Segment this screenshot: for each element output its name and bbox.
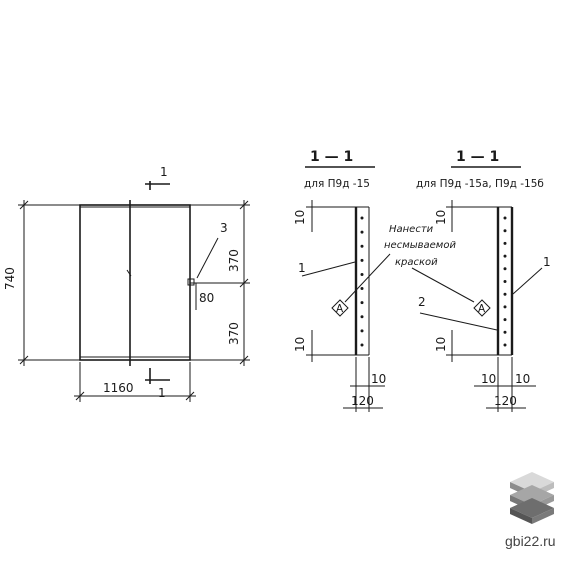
rebar-dot (360, 272, 364, 276)
section-b-callout-1-leader (512, 267, 543, 295)
section-b-callout-2: 2 (418, 295, 426, 309)
rebar-dot (503, 280, 507, 283)
rebar-dot (360, 244, 364, 248)
rebar-dot (503, 330, 507, 334)
logo-layer-bottom-side-right (532, 508, 554, 524)
rebar-dot (503, 254, 507, 258)
lower-dim-label: 370 (227, 322, 241, 345)
width-tick-left (75, 391, 85, 401)
logo-stack-icon (510, 472, 554, 524)
callout-3-label: 3 (220, 221, 228, 235)
section-a-mark-diamond (331, 299, 349, 317)
note-line-1: Нанести (389, 224, 434, 235)
rebar-dot (360, 258, 364, 262)
plan-view: 1 1 740 1160 (3, 165, 250, 402)
section-a-rebar-dots (360, 216, 364, 347)
section-a-dim-side: 10 (371, 372, 386, 386)
rebar-dot (360, 315, 364, 319)
section-b-dim-bottom: 10 (434, 337, 448, 352)
rebar-dot (503, 216, 507, 220)
right-tick-bottom (239, 355, 249, 365)
section-b-mark-label: А (478, 303, 486, 315)
section-b-mark-diamond (473, 299, 491, 317)
rebar-dot (503, 343, 507, 347)
section-a-dim-top: 10 (293, 210, 307, 225)
rebar-dot (360, 287, 364, 291)
section-b-dim-width: 120 (494, 394, 517, 408)
note-leader-left (344, 253, 391, 303)
section-b-callout-2-leader (419, 312, 498, 331)
section-b-rebar-dots (503, 216, 507, 347)
section-a-title: 1 — 1 (310, 149, 353, 165)
rebar-dot (503, 267, 507, 271)
paint-note: Нанести несмываемой краской (344, 224, 475, 303)
section-b-dim-left: 10 (481, 372, 496, 386)
dim-80-label: 80 (199, 291, 214, 305)
section-a: 1 — 1 для П9д -15 10 10 10 120 (293, 149, 386, 412)
slab-outline (79, 204, 191, 361)
section-b-callout-1: 1 (543, 255, 551, 269)
section-b-title: 1 — 1 (456, 149, 499, 165)
note-line-2: несмываемой (384, 240, 456, 251)
section-a-callout-1: 1 (298, 261, 306, 275)
section-a-callout-1-leader (301, 261, 356, 277)
height-dim-label: 740 (3, 267, 17, 290)
section-a-dim-bottom: 10 (293, 337, 307, 352)
section-b-subtitle: для П9д -15а, П9д -15б (416, 178, 544, 190)
logo-layer-bottom-side-left (510, 508, 532, 524)
rebar-dot (503, 318, 507, 322)
width-dim-label: 1160 (103, 381, 134, 395)
rebar-dot (360, 301, 364, 305)
rebar-dot (360, 230, 364, 234)
rebar-dot (360, 329, 364, 333)
mark-square (187, 278, 195, 286)
width-tick-right (185, 391, 195, 401)
section-a-mark-label: А (336, 303, 344, 315)
section-b-dim-top: 10 (434, 210, 448, 225)
callout-3-leader (196, 237, 219, 279)
note-line-3: краской (395, 257, 438, 268)
note-leader-right (411, 267, 475, 303)
rebar-dot (503, 305, 507, 309)
rebar-dot (503, 292, 507, 296)
rebar-dot (360, 343, 364, 347)
rebar-dot (503, 241, 507, 245)
height-tick-bottom (19, 355, 29, 365)
section-b: 1 — 1 для П9д -15а, П9д -15б 10 10 10 10 (416, 149, 551, 412)
right-tick-mid (239, 278, 249, 288)
section-b-dim-right: 10 (515, 372, 530, 386)
upper-dim-label: 370 (227, 249, 241, 272)
cut-break (126, 269, 132, 277)
section-mark-top-label: 1 (160, 165, 168, 179)
section-a-dim-width: 120 (351, 394, 374, 408)
logo-text: gbi22.ru (505, 533, 556, 549)
rebar-dot (360, 216, 364, 220)
section-a-subtitle: для П9д -15 (304, 178, 370, 190)
right-tick-top (239, 200, 249, 210)
rebar-dot (503, 229, 507, 233)
height-tick-top (19, 200, 29, 210)
section-mark-bottom-label: 1 (158, 386, 166, 400)
